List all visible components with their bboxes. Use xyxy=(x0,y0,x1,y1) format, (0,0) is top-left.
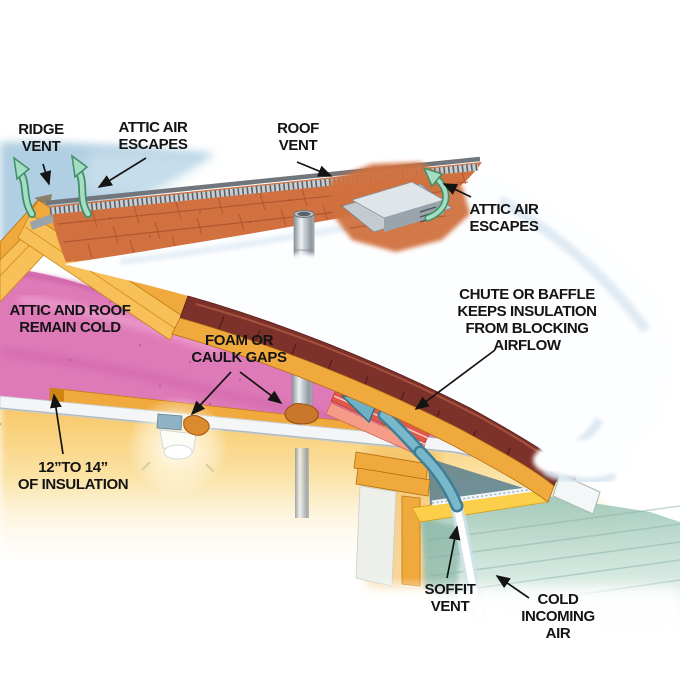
escape-arrow-roof-vent xyxy=(422,166,450,222)
label-line: FROM BLOCKING xyxy=(465,320,589,337)
eave-snow xyxy=(533,440,633,484)
label-line: ATTIC AIR xyxy=(469,201,539,218)
leader-roof-vent xyxy=(296,161,333,177)
leader-ridge-vent xyxy=(39,163,52,186)
leader-insulation xyxy=(50,393,64,455)
label-line: KEEPS INSULATION xyxy=(457,303,597,320)
label-line: AIRFLOW xyxy=(493,337,561,354)
label-attic-air-escapes-right: ATTIC AIR ESCAPES xyxy=(458,201,550,235)
label-line: ATTIC AND ROOF xyxy=(9,302,131,319)
label-cold-incoming-air: COLD INCOMING AIR xyxy=(498,591,618,642)
label-ridge-vent: RIDGE VENT xyxy=(8,121,74,155)
label-attic-air-escapes-left: ATTIC AIR ESCAPES xyxy=(107,119,199,153)
label-line: ROOF xyxy=(277,120,319,137)
label-foam-or-caulk-gaps: FOAM OR CAULK GAPS xyxy=(177,332,301,366)
wall-stud xyxy=(401,495,421,587)
label-line: 12”TO 14” xyxy=(38,459,108,476)
label-line: VENT xyxy=(278,137,318,154)
leader-soffit-vent xyxy=(446,525,461,579)
recessed-light xyxy=(128,396,228,496)
label-line: CAULK GAPS xyxy=(191,349,287,366)
label-line: RIDGE xyxy=(18,121,64,138)
leader-cold-air xyxy=(495,575,530,599)
leader-arrows xyxy=(39,157,530,599)
label-line: ESCAPES xyxy=(469,218,539,235)
airflow-arrow-lower xyxy=(413,445,464,513)
label-line: REMAIN COLD xyxy=(19,319,121,336)
leader-foam-right xyxy=(239,371,283,405)
escape-arrow-ridge-right xyxy=(71,154,92,218)
label-line: ATTIC AIR xyxy=(118,119,188,136)
label-line: VENT xyxy=(21,138,61,155)
label-line: INCOMING xyxy=(521,608,595,625)
label-chute-or-baffle: CHUTE OR BAFFLE KEEPS INSULATION FROM BL… xyxy=(444,286,610,354)
vent-pipe-roof xyxy=(278,210,330,272)
label-line: SOFFIT xyxy=(424,581,476,598)
roof-cutaway-edge xyxy=(171,295,563,503)
label-line: VENT xyxy=(430,598,470,615)
label-attic-and-roof-remain-cold: ATTIC AND ROOF REMAIN COLD xyxy=(4,302,136,336)
leader-attic-air-right xyxy=(442,183,472,198)
junction-box xyxy=(156,413,183,431)
foam-pipe-seal xyxy=(284,402,319,425)
label-line: FOAM OR xyxy=(204,332,274,349)
label-line: CHUTE OR BAFFLE xyxy=(459,286,595,303)
label-roof-vent: ROOF VENT xyxy=(266,120,330,154)
gutter xyxy=(552,473,601,515)
escape-arrow-ridge-left xyxy=(13,156,36,218)
foam-seals xyxy=(183,402,319,436)
leader-foam-left xyxy=(190,371,232,416)
label-line: OF INSULATION xyxy=(17,476,129,493)
label-line: AIR xyxy=(545,625,571,642)
vent-pipe-room xyxy=(295,448,309,518)
foam-light-seal xyxy=(183,414,210,436)
fade-overlay xyxy=(0,588,680,680)
leader-chute xyxy=(414,349,496,411)
label-soffit-vent: SOFFIT VENT xyxy=(411,581,489,615)
label-line: ESCAPES xyxy=(118,136,188,153)
label-line: COLD xyxy=(537,591,579,608)
leader-attic-air-left xyxy=(97,157,147,188)
label-insulation-depth: 12”TO 14” OF INSULATION xyxy=(6,459,140,493)
corner-trim xyxy=(355,485,397,587)
roof-vent-assembly xyxy=(330,162,470,252)
